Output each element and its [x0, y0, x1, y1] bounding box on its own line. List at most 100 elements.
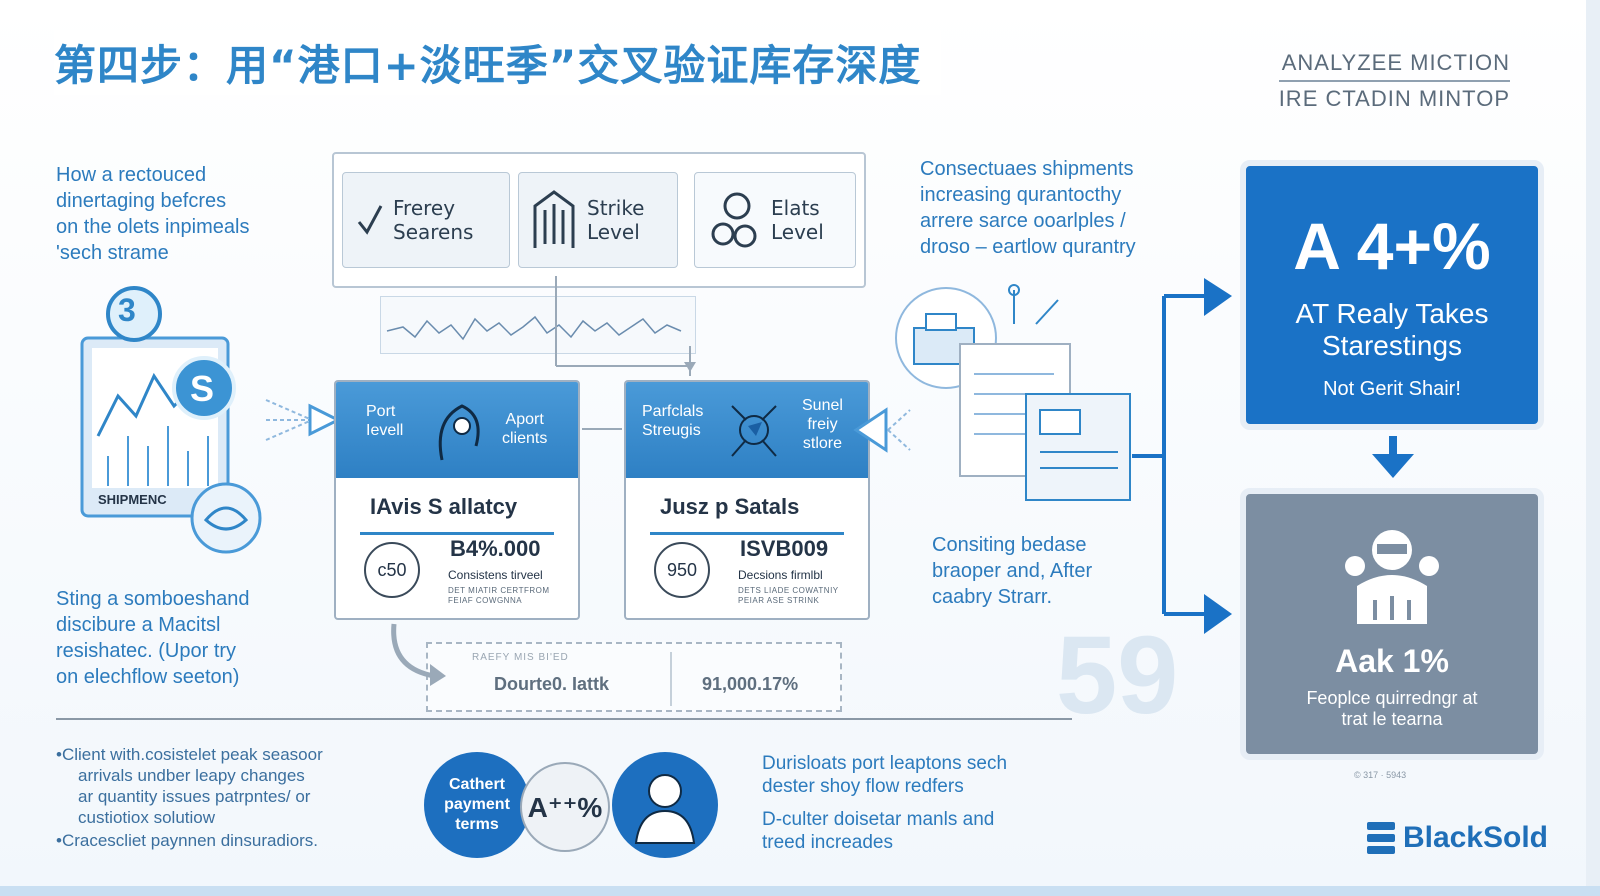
bullet-line: custiotiox solutiow	[78, 808, 216, 827]
card-fineprint-line: DETS LIADE COWATNIY	[738, 586, 839, 595]
right-intro-line: arrere sarce ooarlples /	[920, 210, 1126, 232]
card-header-label: Sunel	[802, 397, 843, 414]
card-header-label: Streugis	[642, 422, 701, 439]
percentage-circle[interactable]: A⁺⁺%	[520, 762, 610, 852]
left-description-line: Sting a somboeshand	[56, 588, 250, 610]
worker-group-icon	[1345, 530, 1439, 624]
card-subtitle: Decsions firmlbl	[738, 568, 823, 582]
right-edge-bar	[1586, 0, 1600, 896]
bullet-line: arrivals undber leapy changes	[78, 766, 305, 785]
bullet-line: ar quantity issues patrpntes/ or	[78, 787, 311, 806]
card-value: B4%.000	[450, 536, 541, 561]
shipment-wave-strip	[380, 296, 696, 354]
client-avatar-circle[interactable]	[612, 752, 718, 858]
card-header-right: Aport clients	[502, 410, 547, 448]
person-icon	[634, 774, 696, 844]
card-header-label: Ievell	[366, 422, 404, 439]
card-connector	[582, 428, 622, 430]
highlight-box-secondary[interactable]: Aak 1% Feoplce quirredngr at trat le tea…	[1240, 488, 1544, 760]
result-left-value: Dourte0. Iattk	[494, 674, 610, 694]
documents-illustration	[895, 284, 1131, 501]
left-intro-line: on the olets inpimeals	[56, 216, 250, 238]
checkmark-icon	[357, 205, 383, 235]
right-description-line: Consiting bedase	[932, 534, 1087, 556]
card-title: Jusz p Satals	[660, 494, 800, 519]
card-fineprint-line: PEIAR ASE STRINK	[738, 596, 820, 605]
left-description-line: discibure a Macitsl	[56, 614, 221, 636]
waveform-icon	[386, 315, 682, 341]
dollar-badge: S	[190, 368, 215, 409]
right-description-line: braoper and, After	[932, 560, 1093, 582]
result-summary-box: RAEFY MIS BI'ED Dourte0. Iattk 91,000.17…	[426, 642, 842, 712]
bullet-item: •Cracescliet paynnen dinsuradiors.	[56, 830, 396, 851]
card-header-label: freiy	[807, 416, 838, 433]
highlight-value: Aak 1%	[1335, 643, 1449, 679]
payment-terms-circle[interactable]: Cathert payment terms	[424, 752, 530, 858]
highlight-footnote: Not Gerit Shair!	[1323, 378, 1461, 400]
small-caption: © 317 · 5943	[1354, 770, 1407, 780]
left-intro-text: How a rectouced dinertaging befcres on t…	[56, 162, 249, 266]
bracket-connector	[1132, 278, 1232, 634]
corner-label-line2: IRE CTADIN MINTOP	[1278, 86, 1510, 111]
result-caption: RAEFY MIS BI'ED	[472, 652, 569, 663]
circle-label: payment	[444, 796, 510, 813]
left-description-line: resishatec. (Upor try	[56, 640, 237, 662]
bottom-notes-text: Durisloats port leaptons sech dester sho…	[762, 752, 1007, 854]
bullet-line: •Cracescliet paynnen dinsuradiors.	[56, 831, 319, 850]
highlight-line: AT Realy Takes	[1295, 298, 1489, 329]
tag-label: Level	[771, 220, 824, 244]
right-intro-text: Consectuaes shipments increasing quranto…	[920, 156, 1136, 260]
tag-label: Level	[587, 220, 640, 244]
tag-label: Searens	[393, 220, 474, 244]
curved-arrow-icon	[391, 623, 446, 686]
right-intro-line: droso – eartlow qurantry	[920, 236, 1136, 258]
highlight-line: Feoplce quirredngr at	[1306, 688, 1478, 708]
network-icon	[731, 405, 777, 457]
arrow-into-card-icon	[853, 407, 911, 453]
page-title: 第四步：用“港口+淡旺季”交叉验证库存深度	[54, 30, 942, 95]
gauge-icon: 950	[654, 542, 710, 598]
highlight-value: A 4+%	[1293, 209, 1491, 283]
card-header-label: Aport	[505, 411, 544, 428]
circle-label: Cathert	[448, 776, 505, 793]
tag-label: Strike	[587, 196, 645, 220]
card-fineprint-line: DET MIATIR CERTFROM	[448, 586, 550, 595]
right-description-line: caabry Strarr.	[932, 586, 1053, 608]
shipment-label: SHIPMENC	[98, 492, 167, 507]
card-header-label: clients	[502, 430, 548, 447]
tag-label: Elats	[771, 196, 820, 220]
bottom-edge-bar	[0, 886, 1600, 896]
card-header-label: Parfclals	[642, 403, 704, 420]
warehouse-icon	[533, 190, 575, 248]
stack-logo-icon	[1366, 822, 1395, 854]
decorative-watermark-digits: 59	[1056, 614, 1179, 737]
corner-label-line1: ANALYZEE MICTION	[1278, 46, 1510, 82]
right-intro-line: increasing qurantocthy	[920, 184, 1122, 206]
card-header-label: Port	[366, 403, 396, 420]
bottom-note-line: Durisloats port leaptons sech	[762, 753, 1008, 774]
timeline-line	[56, 718, 1072, 720]
left-intro-line: dinertaging befcres	[56, 190, 227, 212]
card-divider	[650, 532, 844, 535]
arrow-to-card-icon	[265, 399, 342, 441]
step-number-badge: 3	[118, 292, 136, 328]
connector-lines	[555, 276, 696, 376]
bottom-note-line: treed increades	[762, 832, 893, 853]
brand-logo[interactable]: BlackSold	[1365, 818, 1548, 858]
highlight-box-primary[interactable]: A 4+% AT Realy Takes Starestings Not Ger…	[1240, 160, 1544, 430]
circle-label: terms	[455, 816, 499, 833]
bullet-line: •Client with.cosistelet peak seasoor	[56, 745, 323, 764]
left-description-line: on elechflow seeton)	[56, 666, 240, 688]
bullet-list: •Client with.cosistelet peak seasoor arr…	[56, 744, 396, 851]
bottom-note-line: dester shoy flow redfers	[762, 776, 964, 797]
right-intro-line: Consectuaes shipments	[920, 158, 1134, 180]
circle-value: A⁺⁺%	[527, 791, 603, 823]
